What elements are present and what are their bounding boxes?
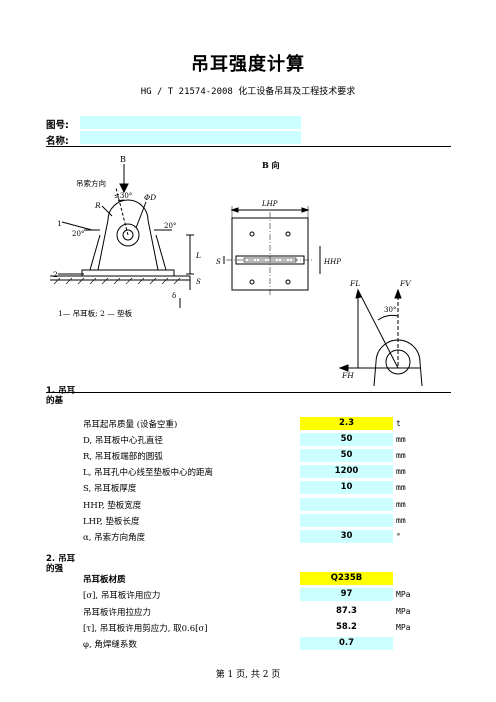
section1-heading: 1. 吊耳的基 (46, 386, 76, 406)
param-label: 吊耳板许用拉应力 (83, 607, 152, 618)
param-unit: mm (396, 499, 406, 509)
label-FV: FV (399, 279, 412, 288)
param-unit: t (396, 419, 401, 428)
param-value-cell[interactable] (300, 497, 393, 511)
param-unit: MPa (396, 622, 411, 632)
label-angle: ≤30° (114, 192, 132, 200)
param-value-cell[interactable]: 10 (300, 481, 393, 495)
drawing-no-field[interactable] (80, 116, 301, 129)
label-HHP: HHP (323, 258, 341, 266)
figure-divider (46, 392, 451, 393)
param-value-cell[interactable]: 58.2 (300, 620, 393, 634)
lug-force-diagram (338, 288, 423, 387)
label-20a: 20° (72, 230, 84, 238)
param-unit: mm (396, 435, 406, 445)
param-label: D, 吊耳板中心孔直径 (83, 436, 163, 447)
param-unit: MPa (396, 590, 411, 600)
param-value-cell[interactable]: Q235B (300, 572, 393, 585)
param-value-cell[interactable]: 2.3 (300, 417, 393, 430)
label-2: 2 (53, 270, 58, 279)
param-value-cell[interactable]: 97 (300, 588, 393, 602)
label-FH: FH (341, 371, 354, 380)
page-footer: 第 1 页, 共 2 页 (215, 670, 281, 680)
param-unit: mm (396, 467, 406, 477)
label-B: B (120, 155, 126, 164)
param-value-cell[interactable]: 50 (300, 449, 393, 463)
label-delta: δ (172, 292, 176, 300)
label-R: R (94, 201, 101, 210)
param-value-cell[interactable]: 87.3 (300, 604, 393, 618)
lug-b-view (223, 206, 321, 296)
param-value-cell[interactable]: 50 (300, 433, 393, 447)
param-label: 吊耳板材质 (83, 575, 126, 585)
header-divider (46, 146, 451, 147)
param-value-cell[interactable]: 0.7 (300, 637, 393, 651)
page-title: 吊耳强度计算 (191, 54, 305, 75)
param-label: S, 吊耳板厚度 (83, 484, 137, 495)
param-label: [τ], 吊耳板许用剪应力, 取0.6[σ] (83, 623, 208, 634)
label-20b: 20° (164, 222, 176, 230)
param-label: R, 吊耳板端部的圆弧 (83, 452, 163, 463)
param-label: 吊耳起吊质量 (设备空重) (83, 420, 178, 430)
label-S: S (196, 278, 201, 286)
param-label: L, 吊耳孔中心线至垫板中心的距离 (83, 468, 214, 479)
label-FL: FL (349, 279, 360, 288)
lug-front-view (50, 164, 194, 308)
label-30: 30° (384, 306, 396, 314)
lifting-lug-figure: B 吊索方向 ≤30° R ΦD 1 2 20° 20° L S δ 1— 吊耳… (50, 155, 423, 387)
param-label: [σ], 吊耳板许用应力 (83, 591, 161, 602)
param-unit: mm (396, 515, 406, 525)
page-subtitle: HG / T 21574-2008 化工设备吊耳及工程技术要求 (140, 87, 356, 97)
param-unit: ° (396, 531, 401, 541)
param-value-cell[interactable]: 30 (300, 529, 393, 543)
param-unit: MPa (396, 606, 411, 616)
param-unit: mm (396, 483, 406, 493)
name-label: 名称: (46, 136, 69, 147)
label-phiD: ΦD (144, 193, 156, 202)
label-LHP: LHP (261, 200, 278, 208)
param-unit: mm (396, 451, 406, 461)
drawing-no-label: 图号: (46, 120, 69, 131)
label-L: L (195, 251, 201, 260)
name-field[interactable] (80, 131, 301, 144)
param-value-cell[interactable]: 1200 (300, 465, 393, 479)
label-direction: 吊索方向 (76, 178, 106, 188)
param-label: φ, 角焊缝系数 (83, 640, 137, 651)
label-1: 1 (57, 219, 62, 228)
figure-legend: 1— 吊耳板; 2 — 垫板 (58, 308, 133, 318)
section2-heading: 2. 吊耳的强 (46, 554, 76, 574)
param-label: α, 吊索方向角度 (83, 532, 146, 543)
label-view: B 向 (262, 160, 280, 170)
param-label: LHP, 垫板长度 (83, 516, 140, 527)
param-label: HHP, 垫板宽度 (83, 500, 142, 511)
param-value-cell[interactable] (300, 513, 393, 527)
label-S-mid: S (216, 258, 221, 266)
